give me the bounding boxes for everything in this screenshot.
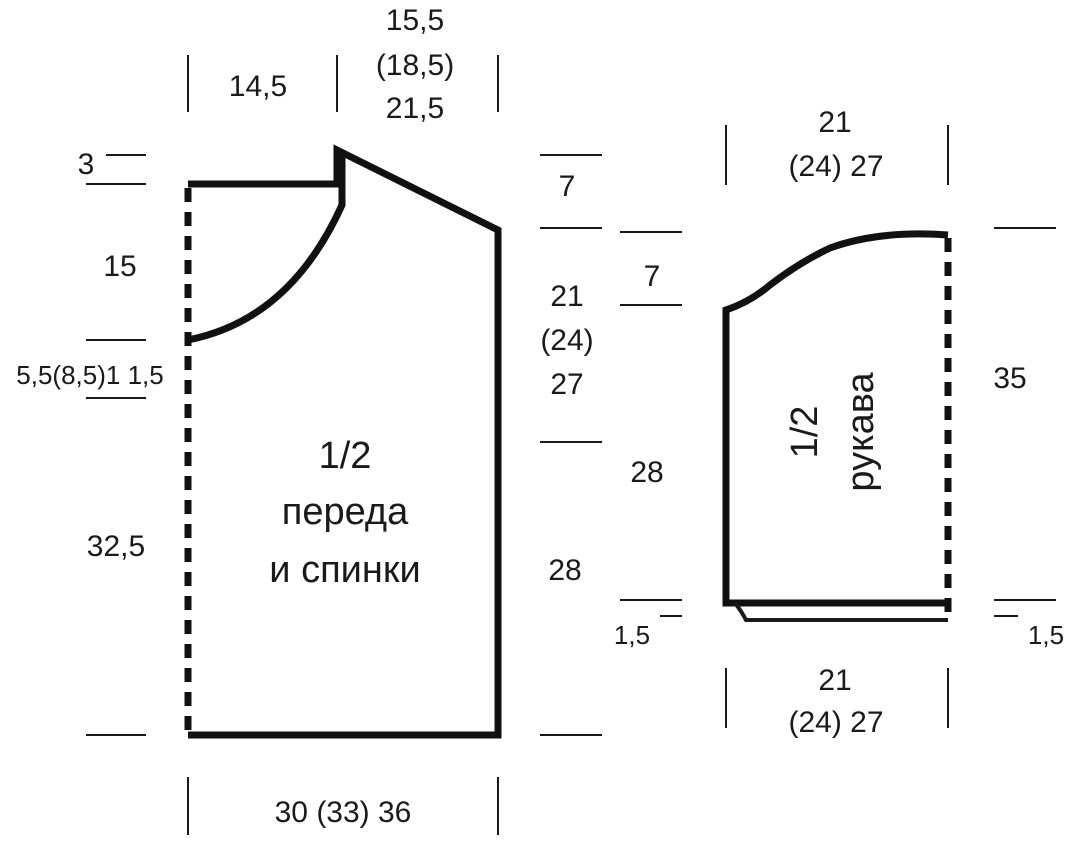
body-top-dimension (187, 55, 499, 112)
dim-neck-depth: 15 (103, 250, 136, 283)
body-label-line3: и спинки (269, 549, 420, 591)
sleeve-dim-bottom-width-1: 21 (818, 664, 851, 697)
sleeve-dim-top-width-2: (24) 27 (788, 150, 883, 183)
dim-top-right-width-2: (18,5) (376, 49, 454, 82)
sleeve-piece (722, 230, 952, 622)
body-label-line2: переда (282, 491, 409, 533)
sleeve-cuff-line (733, 601, 948, 622)
body-right-dimension (540, 154, 602, 736)
sleeve-dim-bottom-width-2: (24) 27 (788, 706, 883, 739)
dim-side-left-small: 5,5(8,5)1 1,5 (16, 360, 163, 390)
dim-bottom-width: 30 (33) 36 (275, 796, 412, 829)
body-outline (188, 144, 502, 739)
sleeve-left-dimension (620, 231, 682, 617)
dim-shoulder-slope: 7 (559, 170, 576, 203)
sleeve-dim-lower-height: 28 (630, 456, 663, 489)
body-piece (184, 144, 502, 739)
dim-top-right-width-1: 15,5 (386, 4, 444, 37)
body-bottom-dimension (187, 777, 499, 835)
dim-armhole-3: 27 (550, 368, 583, 401)
sleeve-label-word: рукава (840, 372, 882, 492)
sleeve-dim-top-width-1: 21 (818, 106, 851, 139)
dim-side-height: 28 (548, 554, 581, 587)
sleeve-dim-height: 35 (993, 362, 1026, 395)
sleeve-dim-cuff-left: 1,5 (614, 620, 650, 650)
sleeve-right-dimension (994, 227, 1056, 617)
dim-shoulder-rise: 3 (78, 148, 95, 181)
body-neck-curve (187, 150, 346, 344)
dim-armhole-1: 21 (550, 280, 583, 313)
dim-top-left-width: 14,5 (229, 70, 287, 103)
sleeve-label-fraction: 1/2 (784, 406, 826, 459)
sleeve-dim-cap-height: 7 (644, 260, 661, 293)
dim-lower-left-height: 32,5 (87, 530, 145, 563)
sleeve-outline (722, 230, 949, 607)
body-label-fraction: 1/2 (319, 435, 372, 477)
dim-armhole-2: (24) (540, 324, 593, 357)
sleeve-bottom-dimension (725, 668, 949, 728)
sleeve-top-dimension (725, 125, 949, 185)
sleeve-dim-cuff-right: 1,5 (1028, 620, 1064, 650)
dim-top-right-width-3: 21,5 (386, 92, 444, 125)
body-left-dimension (86, 154, 146, 736)
sleeve-label: 1/2 рукава (784, 372, 882, 492)
